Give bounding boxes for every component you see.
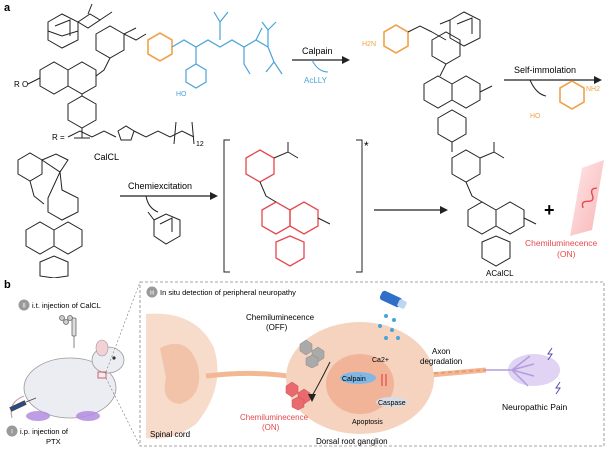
panel-a-reaction-scheme: a R O HO R = 12 C — [4, 2, 604, 278]
arrow-calpain-head — [342, 56, 350, 64]
step2-label: Self-immolation — [514, 65, 576, 75]
released-nh2-label: NH2 — [586, 86, 600, 93]
released-aminobenzyl-ring — [559, 80, 585, 110]
spinal-cord-label: Spinal cord — [150, 430, 190, 439]
r-group-structure — [67, 121, 195, 145]
arrow-released-curve — [529, 79, 547, 97]
step3-label: Chemiexcitation — [128, 181, 192, 191]
probe-vial-icon — [379, 290, 407, 309]
syringe-it-icon — [59, 315, 77, 348]
output-label-line1: Chemiluminecence — [525, 238, 598, 248]
output-label-line2: (ON) — [557, 249, 576, 259]
neuropathic-pain-label: Neuropathic Pain — [502, 402, 567, 412]
probe-name-calcl: CalCL — [94, 152, 119, 162]
zoom-line-bottom — [105, 377, 141, 447]
arrow-byproduct-curve — [311, 59, 329, 73]
product-name-acalcl: ACalCL — [486, 269, 514, 278]
phenolate-dioxetane-structure — [17, 152, 83, 278]
mouse-illustration — [10, 339, 125, 421]
ring-label-r: R — [14, 80, 20, 89]
drg-nucleus — [326, 354, 394, 414]
plus-sign: + — [544, 200, 555, 220]
axon-label-line1: Axon — [432, 347, 450, 356]
carbamate-aryl-ring — [147, 32, 173, 62]
acLLY-peptide — [171, 11, 283, 89]
cl-off-line1: Chemiluminecence — [246, 313, 315, 322]
arrow-chemiexcitation-head — [210, 192, 218, 200]
acalcl-structure — [451, 142, 537, 267]
probe-droplets — [378, 314, 400, 340]
r-group-label: R = — [52, 133, 65, 142]
caspase-enzyme — [376, 397, 408, 407]
step-3-badge — [146, 286, 158, 298]
cl-on-line1: Chemiluminecence — [240, 413, 309, 422]
amine-label: H2N — [362, 41, 376, 48]
probe-off-molecule-icon — [299, 339, 325, 369]
cl-off-line2: (OFF) — [266, 323, 288, 332]
inset-frame — [139, 281, 605, 447]
step-3-text: In situ detection of peripheral neuropat… — [160, 288, 296, 297]
excited-state-bracket — [223, 139, 363, 273]
excited-state-mark: * — [364, 139, 369, 153]
step-2-text: i.t. injection of CalCL — [32, 301, 101, 310]
arrow-adamantanone-curve — [145, 195, 159, 213]
ho-label: HO — [176, 91, 187, 98]
released-ho-label: HO — [530, 113, 541, 120]
intermediate-structure — [407, 11, 493, 152]
r-group-suffix: 12 — [196, 141, 204, 148]
step-1-text-line2: PTX — [46, 437, 61, 446]
step1-enzyme-label: Calpain — [302, 46, 333, 56]
step-1-badge — [6, 425, 18, 437]
apoptosis-label: Apoptosis — [352, 419, 383, 426]
photon-wave-icon — [581, 187, 597, 209]
adamantanone-structure — [147, 211, 181, 245]
spinal-cord — [146, 313, 218, 439]
arrow-emission-head — [440, 206, 448, 214]
step-2-number: II — [22, 304, 26, 310]
upregulation-arrows — [381, 374, 387, 386]
arrow-self-immolation-head — [594, 76, 602, 84]
cl-on-line2: (ON) — [262, 423, 280, 432]
panel-b-label: b — [4, 279, 11, 291]
step-1-text-line1: i.p. injection of — [20, 427, 69, 436]
step1-byproduct-label: AcLLY — [304, 76, 328, 85]
axon-label-line2: degradation — [420, 357, 462, 366]
aniline-ring — [383, 24, 409, 54]
step-1-number: I — [11, 430, 13, 436]
activation-arrow-head — [308, 394, 316, 402]
panel-a-label: a — [4, 2, 11, 14]
excited-dye-structure — [245, 149, 319, 267]
drg-label: Dorsal root ganglion — [316, 437, 388, 446]
light-beam — [570, 160, 604, 236]
step-3-number: III — [150, 291, 155, 297]
caspase-label: Caspase — [378, 400, 406, 407]
syringe-ip-icon — [9, 397, 37, 412]
calcl-structure — [27, 3, 147, 139]
calpain-enzyme — [340, 372, 376, 384]
probe-on-molecule-icon — [285, 381, 311, 411]
calcium-label: Ca2+ — [372, 357, 389, 364]
calpain-label: Calpain — [342, 376, 366, 383]
nerve-ending-pain — [486, 347, 561, 395]
panel-b-schematic: b II i.t. injection of CalCL I i.p. inje… — [4, 279, 605, 447]
step-2-badge — [18, 299, 30, 311]
ring-label-o: O — [22, 80, 28, 89]
zoom-line-top — [105, 281, 141, 373]
